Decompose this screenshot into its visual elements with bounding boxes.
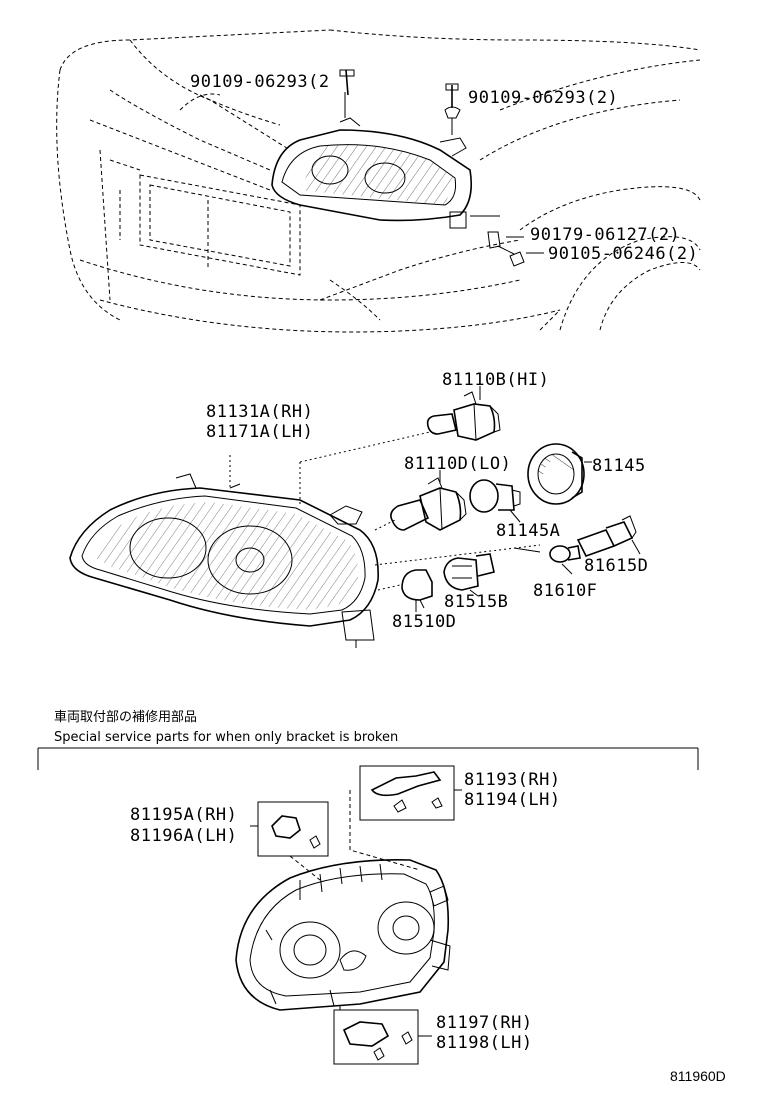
callout-bracket1-lh: 81194(LH) bbox=[464, 790, 561, 810]
callout-socket-small: 81615D bbox=[584, 556, 649, 576]
socket-side bbox=[443, 553, 495, 591]
callout-bulb-lo: 81110D(LO) bbox=[404, 454, 512, 474]
diagram-code: 811960D bbox=[670, 1068, 726, 1084]
callout-screw: 90105-06246(2) bbox=[548, 244, 699, 264]
callout-bolt-upper-left: 90109-06293(2 bbox=[190, 72, 330, 92]
vehicle-front-illustration bbox=[56, 29, 701, 333]
socket-small bbox=[576, 515, 637, 557]
callout-unit-rh: 81131A(RH) bbox=[206, 402, 314, 422]
callout-unit-lh: 81171A(LH) bbox=[206, 422, 314, 442]
callout-bulb-side: 81510D bbox=[392, 612, 457, 632]
callout-bracket3-rh: 81197(RH) bbox=[436, 1013, 533, 1033]
service-note-japanese: 車両取付部の補修用部品 bbox=[54, 710, 198, 725]
cap-gasket bbox=[469, 479, 521, 513]
callout-bracket2-rh: 81195A(RH) bbox=[130, 805, 238, 825]
cap bbox=[527, 443, 585, 505]
callout-bracket1-rh: 81193(RH) bbox=[464, 770, 561, 790]
callout-bulb-hi: 81110B(HI) bbox=[442, 370, 550, 390]
bulb-small bbox=[549, 545, 581, 563]
callout-socket-side: 81515B bbox=[444, 592, 509, 612]
callout-bracket2-lh: 81196A(LH) bbox=[130, 826, 238, 846]
callout-bulb-small: 81610F bbox=[533, 581, 598, 601]
bulb-lo bbox=[390, 477, 467, 531]
bulb-hi bbox=[426, 391, 501, 441]
callout-bracket3-lh: 81198(LH) bbox=[436, 1033, 533, 1053]
bulb-side bbox=[401, 569, 433, 609]
callout-clip-nut: 90179-06127(2) bbox=[530, 225, 681, 245]
headlamp-exploded-view bbox=[69, 386, 641, 648]
callout-cap: 81145 bbox=[592, 456, 646, 476]
callout-bolt-upper-right: 90109-06293(2) bbox=[468, 88, 619, 108]
service-note-english: Special service parts for when only brac… bbox=[54, 730, 399, 745]
callout-cap-gasket: 81145A bbox=[496, 521, 561, 541]
bracket-service-view bbox=[37, 747, 699, 1065]
